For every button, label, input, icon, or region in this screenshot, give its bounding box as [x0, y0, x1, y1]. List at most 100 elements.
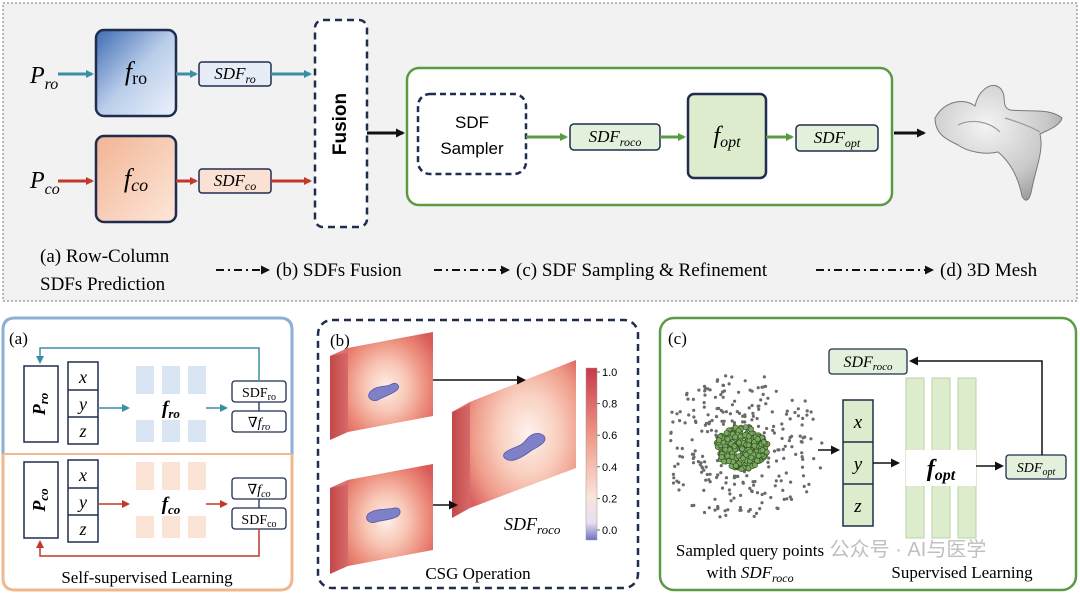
- sample-point-gray: [724, 513, 728, 518]
- sample-point-gray: [715, 407, 719, 411]
- sample-point-gray: [757, 404, 761, 408]
- sample-point-gray: [796, 407, 800, 411]
- sample-point-gray: [704, 465, 708, 469]
- sample-point-gray: [777, 474, 781, 478]
- sample-point-gray: [800, 423, 804, 427]
- sample-point-gray: [738, 508, 742, 512]
- sample-point-gray: [772, 424, 776, 428]
- colorbar-tick-label: 0.8: [602, 399, 617, 411]
- colorbar: [585, 367, 598, 541]
- sample-point-gray: [755, 416, 759, 421]
- sample-point-gray: [801, 474, 806, 478]
- sample-point-gray: [681, 483, 685, 487]
- sample-point-gray: [723, 509, 727, 513]
- stage-a-line1: (a) Row-Column: [40, 246, 170, 267]
- fusion-box: [313, 18, 369, 229]
- sample-point-green: [716, 437, 722, 444]
- sample-point-green: [745, 433, 752, 440]
- stage-d: (d) 3D Mesh: [940, 260, 1038, 281]
- sample-point-gray: [759, 398, 763, 402]
- sample-point-gray: [678, 410, 682, 414]
- sample-point-gray: [690, 452, 695, 456]
- sample-point-gray: [766, 396, 770, 400]
- sample-point-gray: [719, 464, 723, 468]
- sample-point-gray: [721, 395, 725, 399]
- sample-point-gray: [697, 388, 701, 392]
- sample-point-gray: [812, 457, 816, 461]
- sample-point-gray: [671, 481, 676, 485]
- sample-point-gray: [811, 417, 815, 421]
- sample-point-gray: [708, 388, 712, 392]
- panel-a: (a) Pro x y z fro SDFro ∇fro Pco x y z: [1, 316, 294, 592]
- panel-a-ro-x: x: [78, 367, 87, 387]
- sample-point-gray: [699, 461, 703, 465]
- panel-a-f-co: fco: [162, 494, 181, 517]
- sample-point-gray: [755, 491, 760, 495]
- sample-point-gray: [772, 431, 777, 435]
- fusion-label: Fusion: [330, 93, 351, 155]
- sample-point-gray: [803, 399, 807, 403]
- sample-point-gray: [743, 420, 747, 424]
- sample-point-gray: [766, 460, 770, 464]
- f-opt-label: fopt: [713, 123, 741, 151]
- panel-a-caption: Self-supervised Learning: [61, 568, 233, 587]
- sample-point-gray: [701, 454, 705, 458]
- sample-point-gray: [727, 382, 731, 386]
- sample-point-green: [760, 439, 767, 446]
- sample-point-gray: [781, 427, 785, 431]
- sample-point-gray: [785, 497, 789, 501]
- sample-point-gray: [705, 430, 710, 434]
- mesh-3d-image: [934, 84, 1063, 201]
- sample-point-gray: [737, 390, 741, 394]
- sdf-sampler-box: [416, 92, 528, 176]
- sample-point-gray: [706, 387, 710, 391]
- panel-c-caption-left2: with SDFroco: [706, 563, 793, 585]
- sample-point-gray: [683, 421, 687, 425]
- sample-point-gray: [788, 417, 792, 421]
- watermark: 公众号 · AI与医学: [830, 538, 987, 561]
- stage-c: (c) SDF Sampling & Refinement: [516, 260, 768, 281]
- panel-a-co-y: y: [77, 492, 87, 512]
- panel-a-grad-co: ∇fco: [247, 483, 270, 500]
- sample-point-gray: [669, 439, 673, 443]
- sample-point-green: [732, 434, 739, 440]
- sample-point-gray: [732, 496, 736, 500]
- sample-point-gray: [765, 426, 769, 431]
- stage-b: (b) SDFs Fusion: [276, 260, 402, 281]
- sample-point-green: [736, 439, 742, 446]
- sample-point-gray: [692, 408, 696, 412]
- sample-point-green: [754, 436, 761, 442]
- panel-a-p-ro: Pro: [29, 392, 51, 416]
- sample-point-gray: [780, 422, 784, 426]
- sampler-line2: Sampler: [440, 139, 504, 158]
- sample-point-gray: [790, 434, 794, 438]
- sample-point-gray: [730, 419, 734, 423]
- sample-point-green: [742, 424, 749, 430]
- sample-point-gray: [774, 479, 778, 483]
- sample-point-gray: [771, 428, 775, 432]
- sample-point-gray: [671, 472, 676, 476]
- sample-point-gray: [774, 389, 778, 393]
- sample-point-gray: [675, 412, 679, 416]
- sample-point-gray: [807, 482, 811, 486]
- panel-c-sdf-roco: SDFroco: [843, 354, 893, 373]
- sample-point-gray: [793, 410, 797, 415]
- sample-point-gray: [692, 503, 696, 507]
- sample-point-gray: [713, 508, 717, 512]
- sample-point-gray: [758, 507, 762, 511]
- sample-point-gray: [724, 410, 729, 414]
- sample-point-gray: [781, 488, 785, 492]
- sample-point-gray: [764, 384, 768, 388]
- sample-point-green: [725, 458, 732, 464]
- sample-point-green: [724, 452, 731, 459]
- sample-point-gray: [800, 455, 804, 459]
- sample-point-gray: [751, 411, 755, 415]
- panel-a-co-x: x: [78, 465, 87, 485]
- sample-point-gray: [796, 414, 801, 418]
- sample-point-green: [755, 452, 762, 459]
- sample-point-gray: [707, 420, 712, 424]
- panel-a-grad-ro: ∇fro: [248, 416, 270, 433]
- panel-a-p-co: Pco: [29, 488, 51, 513]
- sampler-line1: SDF: [455, 113, 489, 132]
